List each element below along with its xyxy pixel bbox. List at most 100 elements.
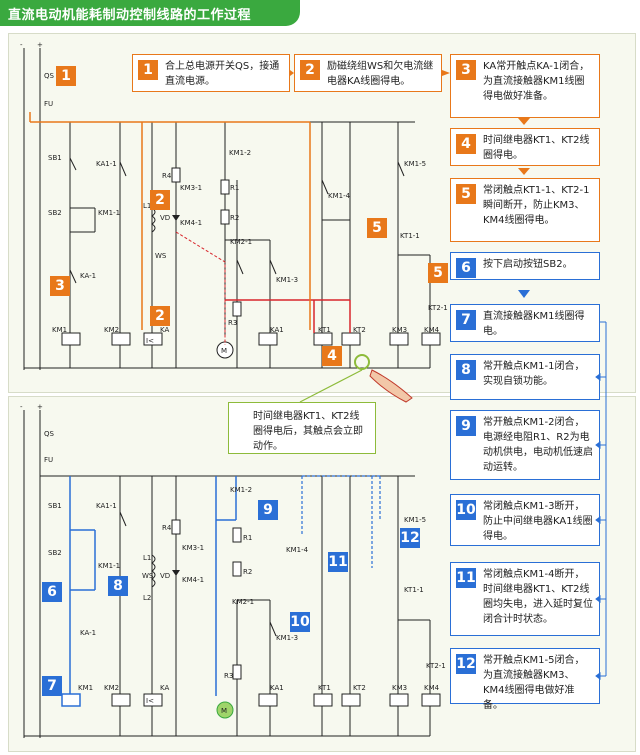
- step-box-12: 12 常开触点KM1-5闭合，为直流接触器KM3、KM4线圈得电做好准备。: [450, 648, 600, 711]
- step-number-3: 3: [456, 60, 476, 80]
- km4-coil-label-top: KM4: [424, 326, 440, 334]
- step-text-2: 励磁绕组WS和欠电流继电器KA线圈得电。: [327, 61, 434, 87]
- kt1-coil-label-bottom: KT1: [318, 684, 331, 692]
- km2-coil-label-bottom: KM2: [104, 684, 119, 692]
- kt1-1-label-bottom: KT1-1: [404, 586, 424, 594]
- r3-label-bottom: R3: [224, 672, 233, 680]
- step-text-9: 常开触点KM1-2闭合，电源经电阻R1、R2为电动机供电，电动机低速启动运转。: [483, 417, 593, 473]
- sb2-label-bottom: SB2: [48, 549, 62, 557]
- km1-5-label-bottom: KM1-5: [404, 516, 426, 524]
- marker-5b: 5: [428, 263, 448, 283]
- km1-3-label-bottom: KM1-3: [276, 634, 298, 642]
- r1-label-bottom: R1: [243, 534, 252, 542]
- marker-9: 9: [258, 500, 278, 520]
- km4-1-label-bottom: KM4-1: [182, 576, 204, 584]
- step-number-9: 9: [456, 416, 476, 436]
- km1-1-label-top: KM1-1: [98, 209, 120, 217]
- motor-label-bottom: M: [221, 707, 227, 715]
- step-box-3: 3 KA常开触点KA-1闭合，为直流接触器KM1线圈得电做好准备。: [450, 54, 600, 118]
- step-box-9: 9 常开触点KM1-2闭合，电源经电阻R1、R2为电动机供电，电动机低速启动运转…: [450, 410, 600, 480]
- qs-label-top: QS: [44, 72, 55, 80]
- km1-2-label-top: KM1-2: [229, 149, 251, 157]
- step-box-2: 2 励磁绕组WS和欠电流继电器KA线圈得电。: [294, 54, 442, 92]
- step-box-11: 11 常闭触点KM1-4断开，时间继电器KT1、KT2线圈均失电，进入延时复位闭…: [450, 562, 600, 636]
- marker-3: 3: [50, 276, 70, 296]
- step-number-11: 11: [456, 568, 476, 588]
- marker-8: 8: [108, 576, 128, 596]
- sb1-label-top: SB1: [48, 154, 62, 162]
- km1-4-label-bottom: KM1-4: [286, 546, 309, 554]
- ka-coil-label-bottom: KA: [160, 684, 169, 692]
- vd-label-top: VD: [160, 214, 170, 222]
- kt1-coil-label-top: KT1: [318, 326, 331, 334]
- l2-label-bottom: L2: [143, 594, 151, 602]
- sb1-label-bottom: SB1: [48, 502, 62, 510]
- step-text-11: 常闭触点KM1-4断开，时间继电器KT1、KT2线圈均失电，进入延时复位闭合计时…: [483, 569, 593, 625]
- fu-label-top: FU: [44, 100, 53, 108]
- plus-label-top: +: [37, 41, 43, 49]
- r3-label-top: R3: [228, 319, 237, 327]
- km2-coil-label-top: KM2: [104, 326, 119, 334]
- step-number-7: 7: [456, 310, 476, 330]
- coil-i-label-top: I<: [146, 337, 154, 345]
- step-number-2: 2: [300, 60, 320, 80]
- marker-10: 10: [290, 612, 310, 632]
- marker-2a: 2: [150, 190, 170, 210]
- step-number-4: 4: [456, 134, 476, 154]
- step-text-6: 按下启动按钮SB2。: [483, 259, 573, 270]
- km1-coil-label-top: KM1: [52, 326, 67, 334]
- vd-label-bottom: VD: [160, 572, 170, 580]
- step-text-10: 常闭触点KM1-3断开，防止中间继电器KA1线圈得电。: [483, 501, 593, 542]
- qs-label-bottom: QS: [44, 430, 55, 438]
- ka-coil-label-top: KA: [160, 326, 169, 334]
- step-box-7: 7 直流接触器KM1线圈得电。: [450, 304, 600, 342]
- page-title: 直流电动机能耗制动控制线路的工作过程: [8, 8, 252, 23]
- marker-12: 12: [400, 528, 420, 548]
- marker-6: 6: [42, 582, 62, 602]
- kt2-coil-label-top: KT2: [353, 326, 366, 334]
- kt2-1-label-top: KT2-1: [428, 304, 448, 312]
- marker-2b: 2: [150, 306, 170, 326]
- step-number-10: 10: [456, 500, 476, 520]
- step-text-3: KA常开触点KA-1闭合，为直流接触器KM1线圈得电做好准备。: [483, 61, 590, 102]
- ka-1-label-bottom: KA-1: [80, 629, 96, 637]
- ka1-coil-label-top: KA1: [270, 326, 284, 334]
- step-box-6: 6 按下启动按钮SB2。: [450, 252, 600, 280]
- km1-coil-label-bottom: KM1: [78, 684, 93, 692]
- km1-3-label-top: KM1-3: [276, 276, 298, 284]
- ka-1-label-top: KA-1: [80, 272, 96, 280]
- marker-1: 1: [56, 66, 76, 86]
- minus-label-bottom: -: [20, 403, 23, 411]
- step-box-10: 10 常闭触点KM1-3断开，防止中间继电器KA1线圈得电。: [450, 494, 600, 546]
- km4-1-label-top: KM4-1: [180, 219, 202, 227]
- kt2-1-label-bottom: KT2-1: [426, 662, 446, 670]
- step-text-5: 常闭触点KT1-1、KT2-1瞬间断开，防止KM3、KM4线圈得电。: [483, 185, 590, 226]
- km3-coil-label-bottom: KM3: [392, 684, 407, 692]
- fu-label-bottom: FU: [44, 456, 53, 464]
- marker-5a: 5: [367, 218, 387, 238]
- kt2-coil-label-bottom: KT2: [353, 684, 366, 692]
- plus-label-bottom: +: [37, 403, 43, 411]
- step-box-8: 8 常开触点KM1-1闭合，实现自锁功能。: [450, 354, 600, 400]
- step-text-12: 常开触点KM1-5闭合，为直流接触器KM3、KM4线圈得电做好准备。: [483, 655, 585, 711]
- km3-1-label-bottom: KM3-1: [182, 544, 204, 552]
- km3-coil-label-top: KM3: [392, 326, 407, 334]
- km1-5-label-top: KM1-5: [404, 160, 426, 168]
- step-number-1: 1: [138, 60, 158, 80]
- km3-1-label-top: KM3-1: [180, 184, 202, 192]
- km2-1-label-top: KM2-1: [230, 238, 252, 246]
- ka1-coil-label-bottom: KA1: [270, 684, 284, 692]
- step-box-4: 4 时间继电器KT1、KT2线圈得电。: [450, 128, 600, 166]
- marker-7: 7: [42, 676, 62, 696]
- r2-label-top: R2: [230, 214, 239, 222]
- step-text-4: 时间继电器KT1、KT2线圈得电。: [483, 135, 590, 161]
- l1-label-bottom: L1: [143, 554, 151, 562]
- step-number-6: 6: [456, 258, 476, 278]
- step-text-1: 合上总电源开关QS，接通直流电源。: [165, 61, 280, 87]
- r4-label-bottom: R4: [162, 524, 172, 532]
- marker-11: 11: [328, 552, 348, 572]
- step-number-12: 12: [456, 654, 476, 674]
- step-box-1: 1 合上总电源开关QS，接通直流电源。: [132, 54, 290, 92]
